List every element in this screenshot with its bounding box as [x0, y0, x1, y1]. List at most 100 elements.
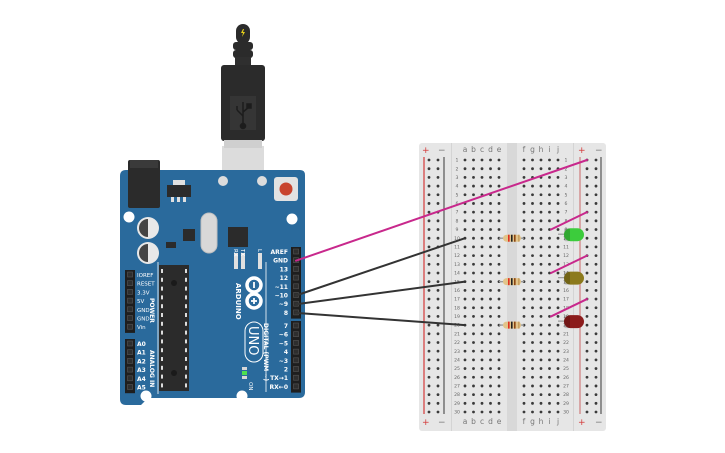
breadboard-hole[interactable] [585, 367, 589, 370]
breadboard-hole[interactable] [472, 375, 475, 379]
breadboard-hole[interactable] [436, 254, 440, 257]
breadboard-hole[interactable] [531, 384, 534, 388]
breadboard-hole[interactable] [472, 393, 475, 397]
breadboard-hole[interactable] [522, 202, 526, 205]
breadboard-hole[interactable] [427, 393, 431, 397]
breadboard-hole[interactable] [472, 271, 475, 275]
breadboard-hole[interactable] [539, 280, 543, 284]
breadboard-hole[interactable] [489, 384, 492, 388]
breadboard-hole[interactable] [594, 332, 598, 336]
breadboard-hole[interactable] [556, 236, 560, 240]
breadboard-hole[interactable] [594, 280, 598, 284]
breadboard-hole[interactable] [522, 401, 526, 405]
breadboard-hole[interactable] [531, 401, 534, 405]
breadboard-hole[interactable] [489, 167, 492, 171]
breadboard-hole[interactable] [427, 375, 431, 379]
breadboard-hole[interactable] [522, 167, 526, 171]
breadboard-hole[interactable] [480, 288, 484, 292]
breadboard-hole[interactable] [480, 236, 484, 240]
breadboard-hole[interactable] [556, 297, 560, 301]
breadboard-hole[interactable] [436, 393, 440, 397]
breadboard-hole[interactable] [522, 245, 526, 249]
breadboard-hole[interactable] [594, 349, 598, 353]
header-pin-3[interactable] [293, 357, 299, 364]
breadboard-hole[interactable] [472, 254, 475, 257]
breadboard-hole[interactable] [480, 219, 484, 223]
breadboard-hole[interactable] [427, 271, 431, 275]
breadboard-hole[interactable] [472, 245, 475, 249]
breadboard-hole[interactable] [480, 167, 484, 171]
breadboard-hole[interactable] [539, 410, 543, 414]
breadboard-hole[interactable] [556, 175, 560, 179]
breadboard-hole[interactable] [585, 219, 589, 223]
breadboard-hole[interactable] [427, 306, 431, 310]
breadboard-hole[interactable] [472, 288, 475, 292]
breadboard-hole[interactable] [427, 367, 431, 370]
breadboard-hole[interactable] [480, 184, 484, 188]
breadboard-hole[interactable] [436, 367, 440, 370]
breadboard-hole[interactable] [480, 158, 484, 162]
breadboard-hole[interactable] [497, 393, 501, 397]
breadboard-hole[interactable] [436, 288, 440, 292]
header-pin-tx1[interactable] [293, 374, 299, 381]
breadboard-hole[interactable] [531, 202, 534, 205]
breadboard-hole[interactable] [594, 228, 598, 231]
breadboard-hole[interactable] [531, 332, 534, 336]
breadboard-hole[interactable] [522, 306, 526, 310]
breadboard-hole[interactable] [427, 158, 431, 162]
breadboard-hole[interactable] [497, 193, 501, 197]
breadboard-hole[interactable] [480, 349, 484, 353]
breadboard-hole[interactable] [480, 410, 484, 414]
header-pin-2[interactable] [293, 366, 299, 372]
breadboard-hole[interactable] [539, 202, 543, 205]
breadboard-hole[interactable] [594, 271, 598, 275]
breadboard-hole[interactable] [472, 236, 475, 240]
breadboard-hole[interactable] [548, 175, 551, 179]
breadboard-hole[interactable] [539, 323, 543, 327]
breadboard-hole[interactable] [497, 254, 501, 257]
breadboard-hole[interactable] [594, 367, 598, 370]
breadboard-hole[interactable] [489, 349, 492, 353]
breadboard-hole[interactable] [594, 358, 598, 362]
breadboard-hole[interactable] [522, 193, 526, 197]
breadboard-hole[interactable] [427, 245, 431, 249]
breadboard-hole[interactable] [539, 158, 543, 162]
breadboard-hole[interactable] [436, 410, 440, 414]
breadboard-hole[interactable] [522, 349, 526, 353]
breadboard-hole[interactable] [472, 262, 475, 266]
breadboard-hole[interactable] [436, 175, 440, 179]
breadboard-hole[interactable] [531, 358, 534, 362]
breadboard-hole[interactable] [472, 202, 475, 205]
breadboard-hole[interactable] [489, 358, 492, 362]
breadboard-hole[interactable] [480, 332, 484, 336]
header-pin-7[interactable] [293, 322, 299, 329]
breadboard-hole[interactable] [531, 254, 534, 257]
breadboard-hole[interactable] [489, 315, 492, 318]
header-pin-ioref[interactable] [127, 271, 133, 278]
breadboard-hole[interactable] [489, 401, 492, 405]
breadboard-hole[interactable] [531, 367, 534, 370]
breadboard-hole[interactable] [489, 332, 492, 336]
breadboard-hole[interactable] [531, 184, 534, 188]
breadboard-hole[interactable] [489, 280, 492, 284]
breadboard-hole[interactable] [472, 367, 475, 370]
breadboard-hole[interactable] [522, 228, 526, 231]
breadboard-hole[interactable] [489, 210, 492, 214]
breadboard-hole[interactable] [522, 375, 526, 379]
breadboard-hole[interactable] [497, 219, 501, 223]
breadboard-hole[interactable] [497, 288, 501, 292]
breadboard-hole[interactable] [548, 167, 551, 171]
breadboard-hole[interactable] [427, 228, 431, 231]
breadboard-hole[interactable] [497, 184, 501, 188]
breadboard-hole[interactable] [585, 393, 589, 397]
resistor-row-10[interactable] [499, 234, 524, 242]
breadboard-hole[interactable] [489, 184, 492, 188]
breadboard-hole[interactable] [548, 367, 551, 370]
breadboard-hole[interactable] [585, 175, 589, 179]
breadboard-hole[interactable] [463, 375, 467, 379]
breadboard-hole[interactable] [463, 288, 467, 292]
breadboard-hole[interactable] [497, 384, 501, 388]
breadboard-hole[interactable] [463, 193, 467, 197]
breadboard-hole[interactable] [585, 184, 589, 188]
breadboard-hole[interactable] [463, 175, 467, 179]
